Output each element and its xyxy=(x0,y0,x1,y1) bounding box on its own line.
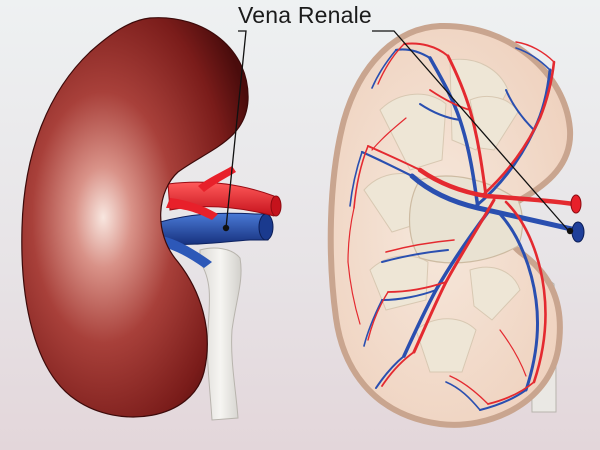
ureter-exterior xyxy=(199,247,242,421)
renal-vein-end xyxy=(571,221,585,243)
artery-tree xyxy=(347,41,577,405)
callout-line-left xyxy=(225,30,247,229)
kidney-section xyxy=(327,22,585,428)
kidney-body xyxy=(21,17,249,418)
callout-dot-left xyxy=(222,224,230,232)
kidney-exterior xyxy=(21,17,282,421)
renal-artery-end xyxy=(570,194,582,214)
callout-lines xyxy=(225,30,569,231)
callout-dot-right xyxy=(566,227,574,235)
callout-line-right xyxy=(372,30,569,231)
renal-artery-exterior xyxy=(166,166,282,220)
vena-renale-label: Vena Renale xyxy=(238,2,372,28)
